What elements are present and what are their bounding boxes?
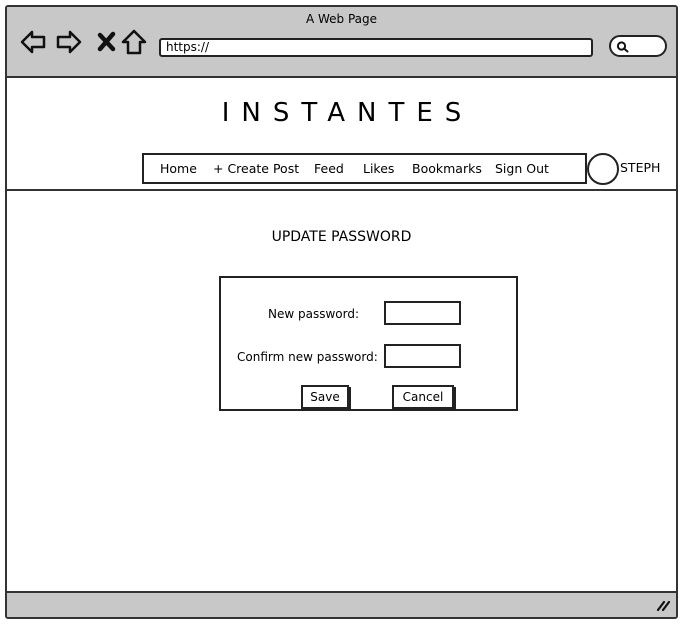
confirm-password-label: Confirm new password: [237, 350, 378, 364]
cancel-button[interactable]: Cancel [392, 385, 454, 409]
save-button[interactable]: Save [301, 385, 349, 409]
avatar[interactable] [587, 153, 619, 185]
browser-status-bar [7, 591, 676, 617]
site-brand: INSTANTES [221, 98, 474, 128]
nav-home[interactable]: Home [160, 161, 197, 176]
browser-search-box[interactable] [609, 35, 667, 57]
nav-sign-out[interactable]: Sign Out [495, 161, 549, 176]
confirm-password-field[interactable] [384, 344, 461, 368]
page-title: UPDATE PASSWORD [271, 229, 412, 245]
nav-bookmarks[interactable]: Bookmarks [412, 161, 482, 176]
browser-window: A Web Page https:// INSTANTES Home + Cre… [5, 5, 678, 619]
home-icon[interactable] [120, 28, 148, 56]
user-name[interactable]: STEPH [620, 160, 661, 175]
resize-grip-icon[interactable] [656, 599, 670, 611]
nav-create-post[interactable]: + Create Post [213, 161, 300, 176]
new-password-field[interactable] [384, 301, 461, 325]
new-password-label: New password: [268, 307, 360, 321]
nav-likes[interactable]: Likes [363, 161, 395, 176]
back-arrow-icon[interactable] [19, 28, 47, 56]
nav-feed[interactable]: Feed [314, 161, 344, 176]
main-navigation: Home + Create Post Feed Likes Bookmarks … [142, 153, 587, 184]
url-bar[interactable]: https:// [159, 38, 593, 57]
stop-icon[interactable] [93, 28, 121, 56]
search-icon [616, 41, 629, 53]
browser-title: A Web Page [305, 12, 378, 26]
site-header: INSTANTES Home + Create Post Feed Likes … [7, 80, 676, 191]
update-password-form: New password: Confirm new password: Save… [219, 276, 518, 411]
browser-chrome: A Web Page https:// [7, 7, 676, 78]
forward-arrow-icon[interactable] [55, 28, 83, 56]
